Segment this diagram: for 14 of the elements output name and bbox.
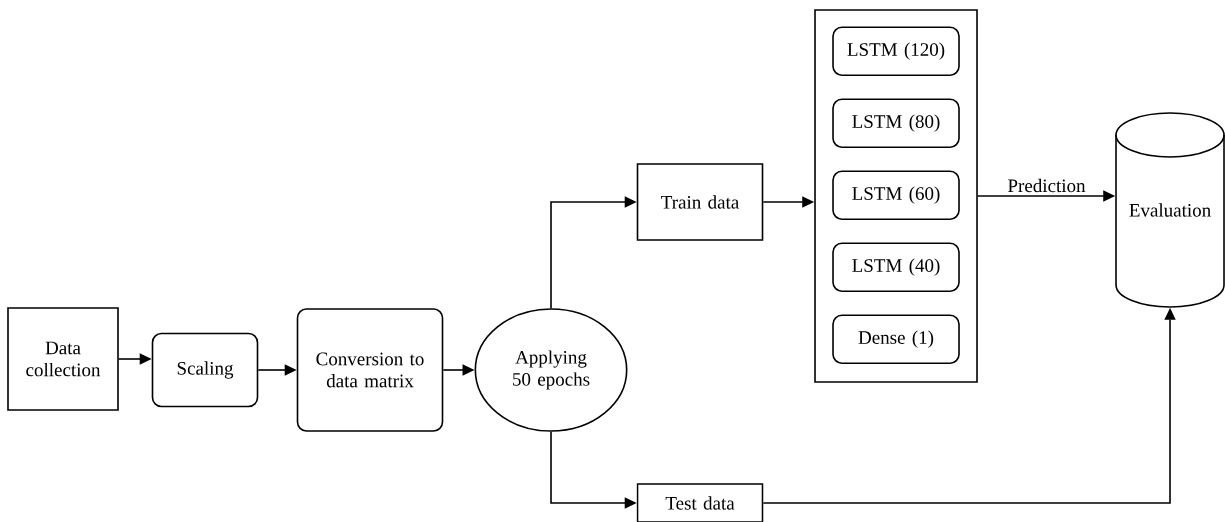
- process-box: Scaling: [151, 332, 259, 408]
- database-cylinder: Evaluation: [1115, 112, 1225, 308]
- layer-box: Dense (1): [832, 314, 960, 364]
- process-box: Test data: [636, 483, 764, 522]
- process-box: Data collection: [7, 307, 119, 411]
- layer-stack-box: [814, 9, 978, 383]
- layer-box: LSTM (40): [832, 242, 960, 292]
- process-box: Conversion to data matrix: [296, 308, 444, 432]
- layer-box: LSTM (80): [832, 98, 960, 148]
- layer-box: LSTM (60): [832, 170, 960, 220]
- edge-label: Prediction: [1008, 178, 1086, 193]
- node-label: Evaluation: [1129, 203, 1211, 217]
- process-box: Train data: [636, 163, 764, 241]
- layer-box: LSTM (120): [832, 26, 960, 76]
